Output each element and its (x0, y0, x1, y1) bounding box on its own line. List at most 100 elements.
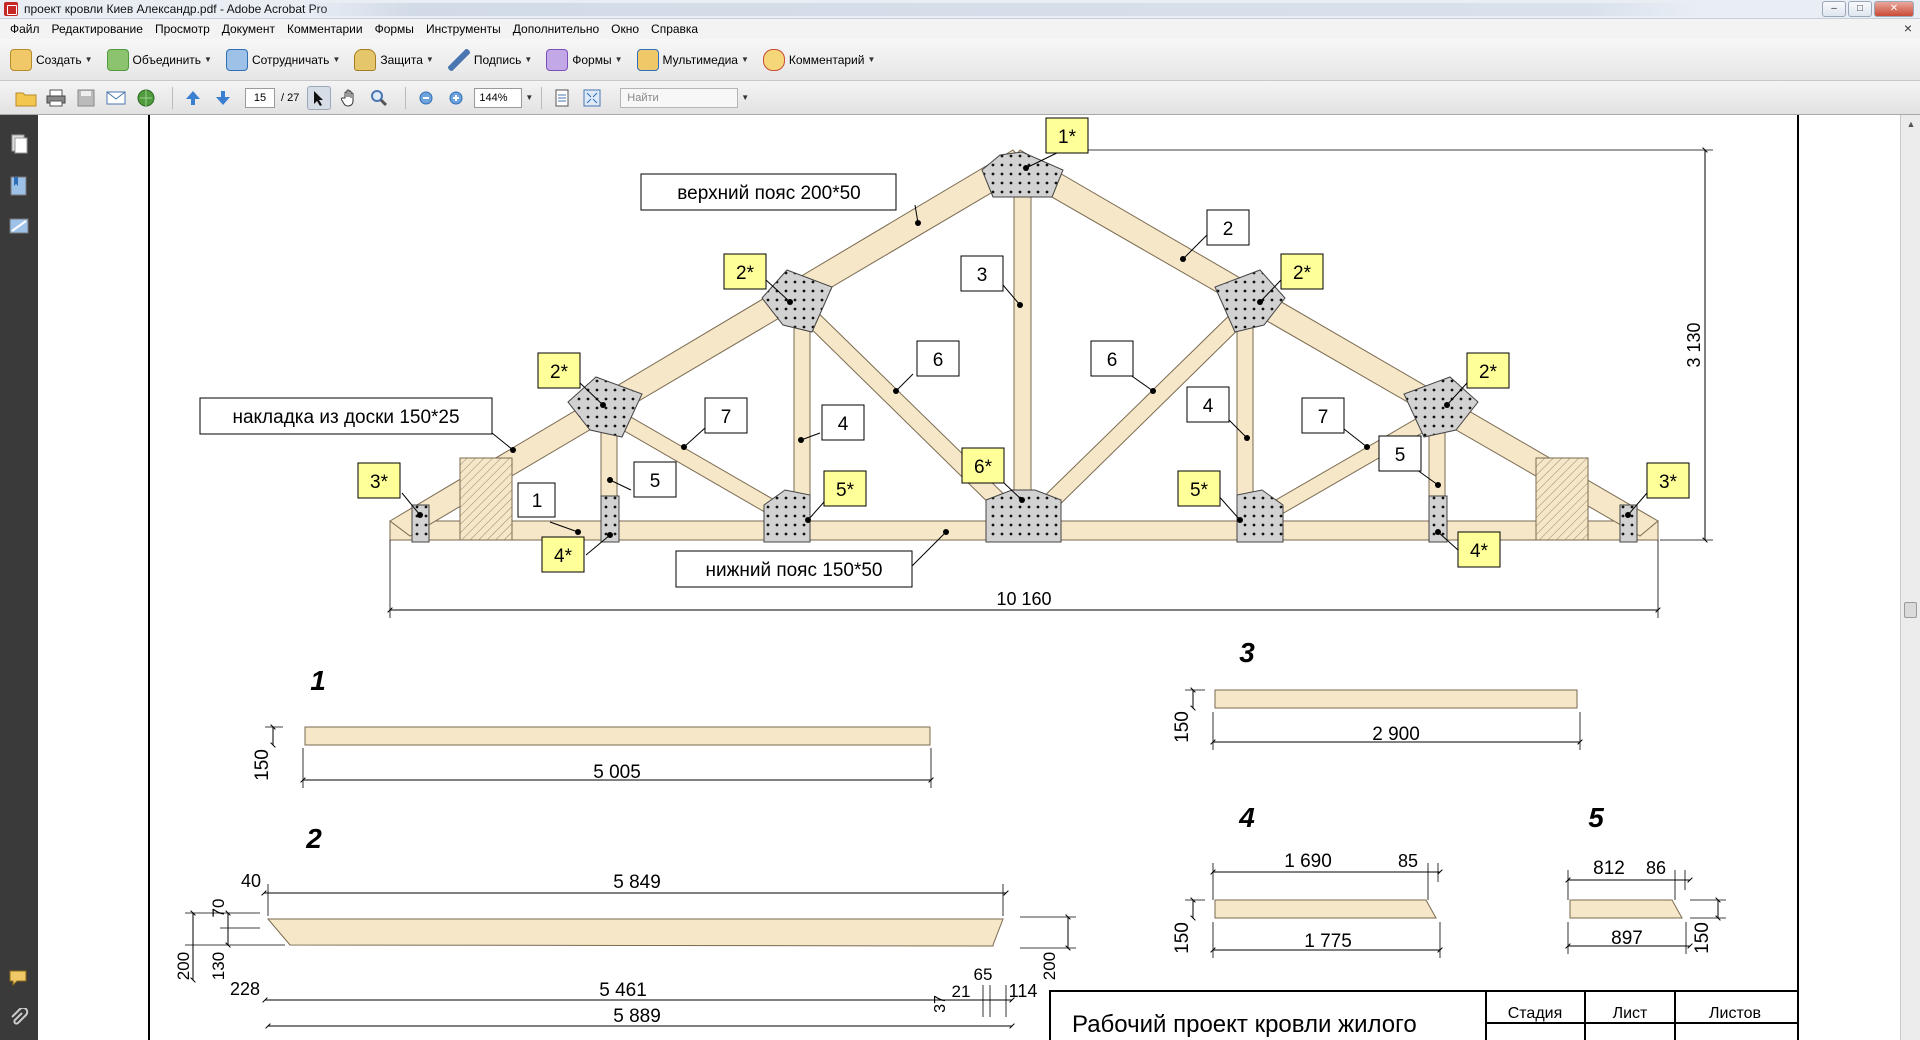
leader-3star-a (401, 492, 421, 516)
zoom-in-button[interactable] (444, 86, 468, 110)
marquee-zoom-button[interactable] (367, 86, 391, 110)
previous-page-button[interactable] (181, 86, 205, 110)
navigation-panel (0, 115, 38, 1040)
zoom-out-button[interactable] (414, 86, 438, 110)
detail-3-depth: 150 (1172, 711, 1193, 743)
stamp-sheets: Листов (1709, 1005, 1761, 1022)
member-4-left (793, 304, 811, 522)
gusset-plate-bottom-5-right (1428, 495, 1448, 543)
stamp-stage: Стадия (1508, 1005, 1563, 1022)
find-input[interactable]: Найти (620, 87, 739, 108)
task-sign[interactable]: Подпись▼ (447, 48, 533, 71)
leader-2star-c (579, 382, 604, 406)
print-button[interactable] (44, 86, 68, 110)
detail-1-title: 1 (310, 665, 326, 696)
tag-member-6-left: 6 (933, 350, 944, 371)
pen-icon (447, 48, 470, 71)
tag-plate-5-a: 5* (836, 480, 855, 501)
maximize-button[interactable]: □ (1848, 1, 1872, 17)
task-forms[interactable]: Формы▼ (546, 48, 623, 71)
attachments-icon[interactable] (8, 1008, 30, 1030)
share-button[interactable] (134, 86, 158, 110)
leader-6star (1002, 481, 1023, 501)
label-top-chord-text: верхний пояс 200*50 (677, 183, 860, 204)
menu-advanced[interactable]: Дополнительно (512, 22, 600, 36)
page-number-input[interactable]: 15 (245, 87, 275, 108)
task-collaborate[interactable]: Сотрудничать▼ (225, 48, 340, 71)
detail-2-top-length: 5 849 (613, 872, 661, 893)
menu-tools[interactable]: Инструменты (425, 22, 501, 36)
task-collaborate-label: Сотрудничать (251, 52, 330, 67)
vertical-scrollbar[interactable]: ▲ (1900, 115, 1920, 1040)
save-button[interactable] (74, 86, 98, 110)
email-button[interactable] (104, 86, 128, 110)
minimize-button[interactable]: – (1822, 1, 1846, 17)
combine-files-icon (106, 48, 129, 71)
select-tool-button[interactable] (307, 85, 332, 110)
leader-7-right (1343, 428, 1368, 448)
globe-share-icon (137, 89, 155, 106)
leader-top-chord (914, 204, 919, 224)
open-folder-button[interactable] (14, 86, 38, 110)
leader-3star-b (1627, 492, 1648, 516)
fit-page-button[interactable] (550, 86, 574, 110)
label-top-chord: верхний пояс 200*50 (640, 173, 897, 211)
menu-file[interactable]: Файл (10, 22, 40, 36)
comments-panel-icon[interactable] (8, 967, 30, 989)
next-page-button[interactable] (211, 86, 235, 110)
signatures-icon[interactable] (8, 215, 30, 237)
bookmarks-icon[interactable] (8, 175, 30, 197)
menu-edit[interactable]: Редактирование (51, 22, 143, 36)
leader-2 (1182, 234, 1208, 260)
tag-member-1: 1 (532, 491, 543, 512)
tag-member-2: 2 (1223, 219, 1234, 240)
task-multimedia[interactable]: Мультимедиа▼ (636, 48, 749, 71)
document-view[interactable]: 10 160 3 130 (38, 115, 1900, 1040)
multimedia-icon (636, 48, 659, 71)
task-sign-label: Подпись (473, 52, 522, 67)
title-bar: проект кровли Киев Александр.pdf - Adobe… (0, 0, 1920, 19)
tag-member-5-right: 5 (1395, 445, 1406, 466)
close-document-icon[interactable]: × (1903, 20, 1912, 36)
scroll-up-icon[interactable]: ▲ (1906, 119, 1916, 129)
forms-icon (546, 48, 569, 71)
leader-overlay (491, 432, 514, 451)
detail-2-dim37: 37 (932, 995, 949, 1013)
chevron-down-icon: ▼ (524, 55, 533, 64)
task-create[interactable]: Создать▼ (10, 48, 93, 71)
scroll-thumb[interactable] (1904, 602, 1917, 618)
label-overlay-text: накладка из доски 150*25 (232, 407, 459, 428)
member-4-right (1236, 304, 1254, 522)
detail-2-dim21: 21 (952, 982, 971, 1001)
tag-plate-3-a: 3* (370, 472, 389, 493)
menu-forms[interactable]: Формы (374, 22, 414, 36)
menu-help[interactable]: Справка (651, 22, 699, 36)
pages-icon[interactable] (8, 133, 30, 155)
stamp-title: Рабочий проект кровли жилого (1072, 1011, 1417, 1038)
zoom-level-input[interactable]: 144% (474, 87, 523, 108)
menu-document[interactable]: Документ (221, 22, 275, 36)
task-combine[interactable]: Объединить▼ (106, 48, 212, 71)
full-screen-button[interactable] (580, 86, 604, 110)
leader-4-right (1227, 418, 1248, 439)
task-secure[interactable]: Защита▼ (354, 48, 434, 71)
leader-lines (401, 149, 1648, 569)
tag-plate-2-c: 2* (550, 362, 569, 383)
chevron-down-icon[interactable]: ▼ (525, 93, 534, 102)
tag-plate-5-b: 5* (1190, 480, 1209, 501)
tag-plate-3-b: 3* (1659, 472, 1678, 493)
title-block-frame (1049, 990, 1799, 1040)
menu-comments[interactable]: Комментарии (286, 22, 363, 36)
menu-view[interactable]: Просмотр (154, 22, 210, 36)
zoom-in-icon (449, 91, 463, 104)
detail-5-title: 5 (1588, 802, 1604, 833)
detail-5: 5 812 86 897 150 (1565, 802, 1726, 954)
hand-tool-button[interactable] (337, 86, 361, 110)
detail-2-dim200-left: 200 (174, 952, 193, 980)
detail-2-title: 2 (305, 823, 322, 854)
menu-window[interactable]: Окно (611, 22, 640, 36)
close-button[interactable]: ✕ (1874, 1, 1914, 17)
chevron-down-icon[interactable]: ▼ (741, 93, 750, 102)
task-comment[interactable]: Комментарий▼ (762, 48, 875, 71)
detail-4-depth: 150 (1172, 922, 1193, 954)
